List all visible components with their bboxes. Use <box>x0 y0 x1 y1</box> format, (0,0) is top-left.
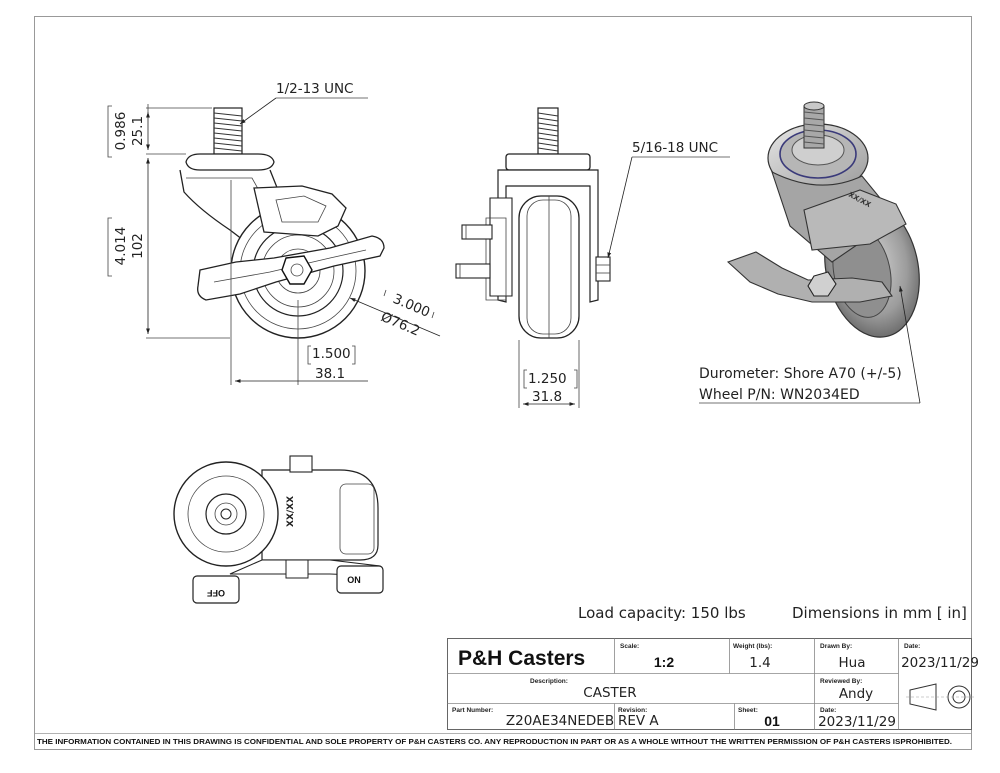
side-view: 5/16-18 UNC 1.250 31.8 <box>455 107 730 408</box>
dim-stem-height: 0.986 25.1 <box>107 104 212 158</box>
projection-symbol-icon <box>906 683 974 711</box>
iso-thread-stem <box>803 101 825 149</box>
iso-brake-pedal <box>726 251 893 303</box>
isometric-view: XX/XX Durometer: Shore A70 (+/-5) Wheel … <box>699 101 921 404</box>
sheet-value: 01 <box>764 713 780 729</box>
company-name: P&H Casters <box>458 647 585 670</box>
front-thread-label: 1/2-13 UNC <box>276 81 353 97</box>
dim-overall-height: 4.014 102 <box>107 158 230 339</box>
front-view: 0.986 25.1 4.014 102 1/2-13 UNC 3.000 Ø7… <box>107 81 441 385</box>
scale-label: Scale: <box>620 643 639 650</box>
drawn-by-label: Drawn By: <box>820 643 852 650</box>
title-block: P&H Casters Scale: 1:2 Weight (lbs): 1.4… <box>447 638 979 730</box>
bottom-view: XX/XX OFF ON <box>173 455 384 604</box>
dim-side-width-in: 1.250 <box>528 371 567 387</box>
dim-overall-height-mm: 102 <box>130 233 146 259</box>
description-value: CASTER <box>583 685 636 701</box>
drawn-by-value: Hua <box>839 655 866 671</box>
load-capacity-note: Load capacity: 150 lbs <box>578 604 746 622</box>
reviewed-by-label: Reviewed By: <box>820 678 862 685</box>
front-thread-callout: 1/2-13 UNC <box>239 81 368 125</box>
pedal-on: ON <box>336 565 384 594</box>
front-brake-housing <box>253 185 347 237</box>
side-lever-upper <box>461 224 493 240</box>
dim-stem-height-in: 0.986 <box>113 112 129 151</box>
revision-label: Revision: <box>618 707 647 714</box>
drawn-date-label: Date: <box>904 643 920 650</box>
iso-axle-nut <box>807 271 837 297</box>
iso-brake-housing <box>803 189 907 251</box>
bottom-housing <box>261 469 379 561</box>
dim-overall-height-in: 4.014 <box>113 227 129 266</box>
bottom-wheel-mark: XX/XX <box>286 496 296 527</box>
drawn-date-value: 2023/11/29 <box>901 655 979 671</box>
weight-value: 1.4 <box>749 655 770 671</box>
pedal-off: OFF <box>192 575 240 604</box>
dim-side-width: 1.250 31.8 <box>518 340 580 408</box>
side-thread-callout: 5/16-18 UNC <box>607 140 730 259</box>
description-label: Description: <box>530 678 568 685</box>
weight-label: Weight (lbs): <box>733 643 772 650</box>
confidentiality-footer: THE INFORMATION CONTAINED IN THIS DRAWIN… <box>37 737 952 746</box>
dim-offset-in: 1.500 <box>312 346 351 362</box>
iso-wheel-pn: Wheel P/N: WN2034ED <box>699 387 860 403</box>
front-thread-stem <box>213 107 243 155</box>
dim-offset: 1.500 38.1 <box>230 180 368 385</box>
iso-durometer: Durometer: Shore A70 (+/-5) <box>699 366 902 382</box>
part-number-value: Z20AE34NEDEB <box>506 713 614 729</box>
pedal-on-label: ON <box>347 575 361 585</box>
dim-side-width-mm: 31.8 <box>532 389 562 405</box>
side-top-plate <box>505 153 591 171</box>
reviewed-date-value: 2023/11/29 <box>818 714 896 730</box>
side-fork <box>497 169 599 303</box>
side-lever-lower <box>455 263 491 279</box>
revision-value: REV A <box>618 713 659 729</box>
pedal-off-label: OFF <box>207 588 225 598</box>
sheet-border <box>34 16 972 750</box>
front-axle-hex-nut <box>281 255 313 285</box>
front-top-plate <box>185 153 275 171</box>
dim-offset-mm: 38.1 <box>315 366 345 382</box>
side-axle-bolt <box>595 256 611 282</box>
side-thread-label: 5/16-18 UNC <box>632 140 718 156</box>
dim-wheel-diameter: 3.000 Ø76.2 <box>349 289 441 340</box>
units-note: Dimensions in mm [ in] <box>792 604 967 622</box>
reviewed-date-label: Date: <box>820 707 836 714</box>
iso-notes: Durometer: Shore A70 (+/-5) Wheel P/N: W… <box>699 285 921 404</box>
reviewed-by-value: Andy <box>839 686 873 702</box>
dim-stem-height-mm: 25.1 <box>130 116 146 146</box>
part-number-label: Part Number: <box>452 707 493 714</box>
scale-value: 1:2 <box>654 654 674 670</box>
sheet-label: Sheet: <box>738 707 758 714</box>
side-thread-stem <box>537 107 559 155</box>
